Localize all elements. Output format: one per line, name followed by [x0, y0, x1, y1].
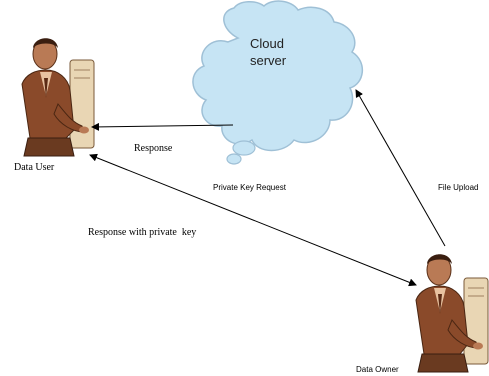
cloud-shape: [193, 1, 362, 150]
data-user-figure: [22, 38, 94, 156]
cloud-puff-1: [233, 141, 255, 155]
response-arrow: [92, 125, 233, 127]
private-key-exchange-arrow: [90, 155, 416, 285]
data-user-label: Data User: [14, 162, 55, 173]
cloud-label-line2: server: [250, 53, 287, 68]
data-owner-label: Data Owner: [356, 365, 399, 374]
file-upload-label: File Upload: [438, 183, 478, 192]
cloud-label-line1: Cloud: [250, 36, 284, 51]
data-owner-figure: [416, 254, 488, 372]
file-upload-arrow: [356, 90, 445, 246]
cloud-server: Cloud server: [193, 1, 362, 164]
cloud-puff-2: [227, 154, 241, 164]
response-label: Response: [134, 143, 173, 154]
private-key-request-label: Private Key Request: [213, 183, 287, 192]
user-computer-icon: [70, 60, 94, 148]
owner-computer-icon: [464, 278, 488, 364]
response-with-key-label: Response with private key: [88, 227, 196, 238]
